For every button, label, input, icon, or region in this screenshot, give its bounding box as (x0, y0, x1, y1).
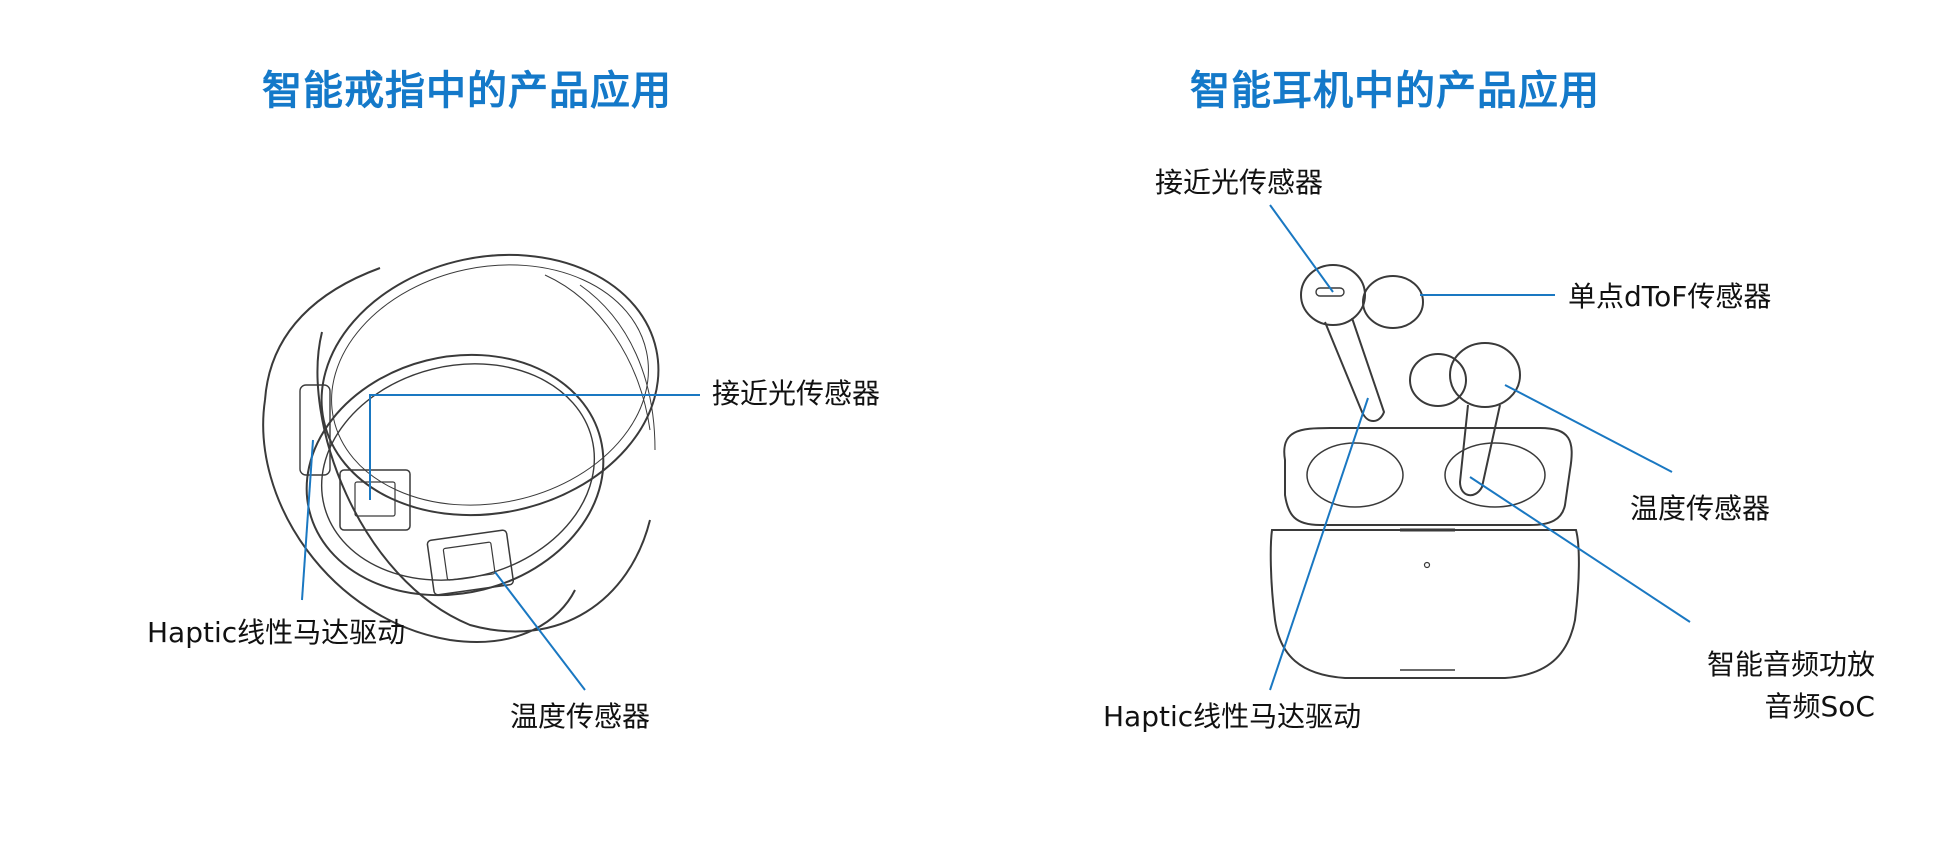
earbuds-leader-lines (1269, 204, 1691, 691)
ring-proximity-module (339, 469, 411, 531)
earbuds-proximity-label: 接近光传感器 (1155, 166, 1324, 199)
case-right-cavity (1444, 442, 1546, 508)
case-status-light (1423, 561, 1431, 569)
ring-temperature-leader (494, 571, 586, 691)
ring-band-left-edge (264, 267, 381, 401)
left-earbud-stem (1324, 317, 1386, 422)
left-earbud-head (1300, 264, 1366, 326)
case-body (1269, 529, 1580, 679)
ring-outer-edge (320, 253, 660, 517)
earbuds-audio-amp-label: 智能音频功放 (1706, 648, 1875, 681)
earbuds-temperature-leader (1504, 384, 1673, 473)
ring-shading-1 (544, 274, 651, 431)
earbuds-proximity-leader (1269, 204, 1334, 293)
ring-leader-lines (301, 394, 700, 691)
right-earbud-head (1449, 342, 1521, 408)
ring-shading-2 (579, 284, 656, 451)
ring-temperature-label: 温度传感器 (510, 700, 651, 733)
earbuds-audio-leader (1469, 476, 1691, 623)
earbuds-audio-soc-label: 音频SoC (1764, 690, 1875, 723)
ring-proximity-chip (354, 481, 396, 517)
earbuds-haptic-leader (1269, 397, 1369, 691)
ring-temperature-chip (442, 541, 496, 581)
earbuds-haptic-label: Haptic线性马达驱动 (1103, 700, 1362, 733)
earbuds-panel-title: 智能耳机中的产品应用 (1190, 68, 1600, 114)
smart-ring-illustration (262, 253, 660, 643)
ring-haptic-label: Haptic线性马达驱动 (147, 616, 406, 649)
case-left-cavity (1306, 442, 1404, 508)
ring-proximity-leader (369, 394, 700, 500)
ring-panel-title: 智能戒指中的产品应用 (262, 68, 672, 114)
ring-haptic-module (299, 384, 331, 476)
case-lid (1283, 427, 1573, 526)
earbuds-temperature-label: 温度传感器 (1630, 492, 1771, 525)
ring-temperature-module (426, 529, 515, 596)
ring-proximity-label: 接近光传感器 (712, 377, 881, 410)
left-earbud-tip (1362, 275, 1424, 329)
ring-outer-highlight (331, 264, 649, 506)
ring-inner-opening (305, 353, 605, 597)
right-earbud-stem (1458, 404, 1501, 497)
right-earbud-tip (1409, 353, 1467, 407)
ring-haptic-leader (301, 439, 314, 601)
ring-outer-band (316, 331, 651, 633)
earbuds-dtof-label: 单点dToF传感器 (1568, 280, 1772, 313)
earbuds-illustration (1269, 264, 1580, 679)
ring-band-lower-edge (262, 399, 576, 643)
